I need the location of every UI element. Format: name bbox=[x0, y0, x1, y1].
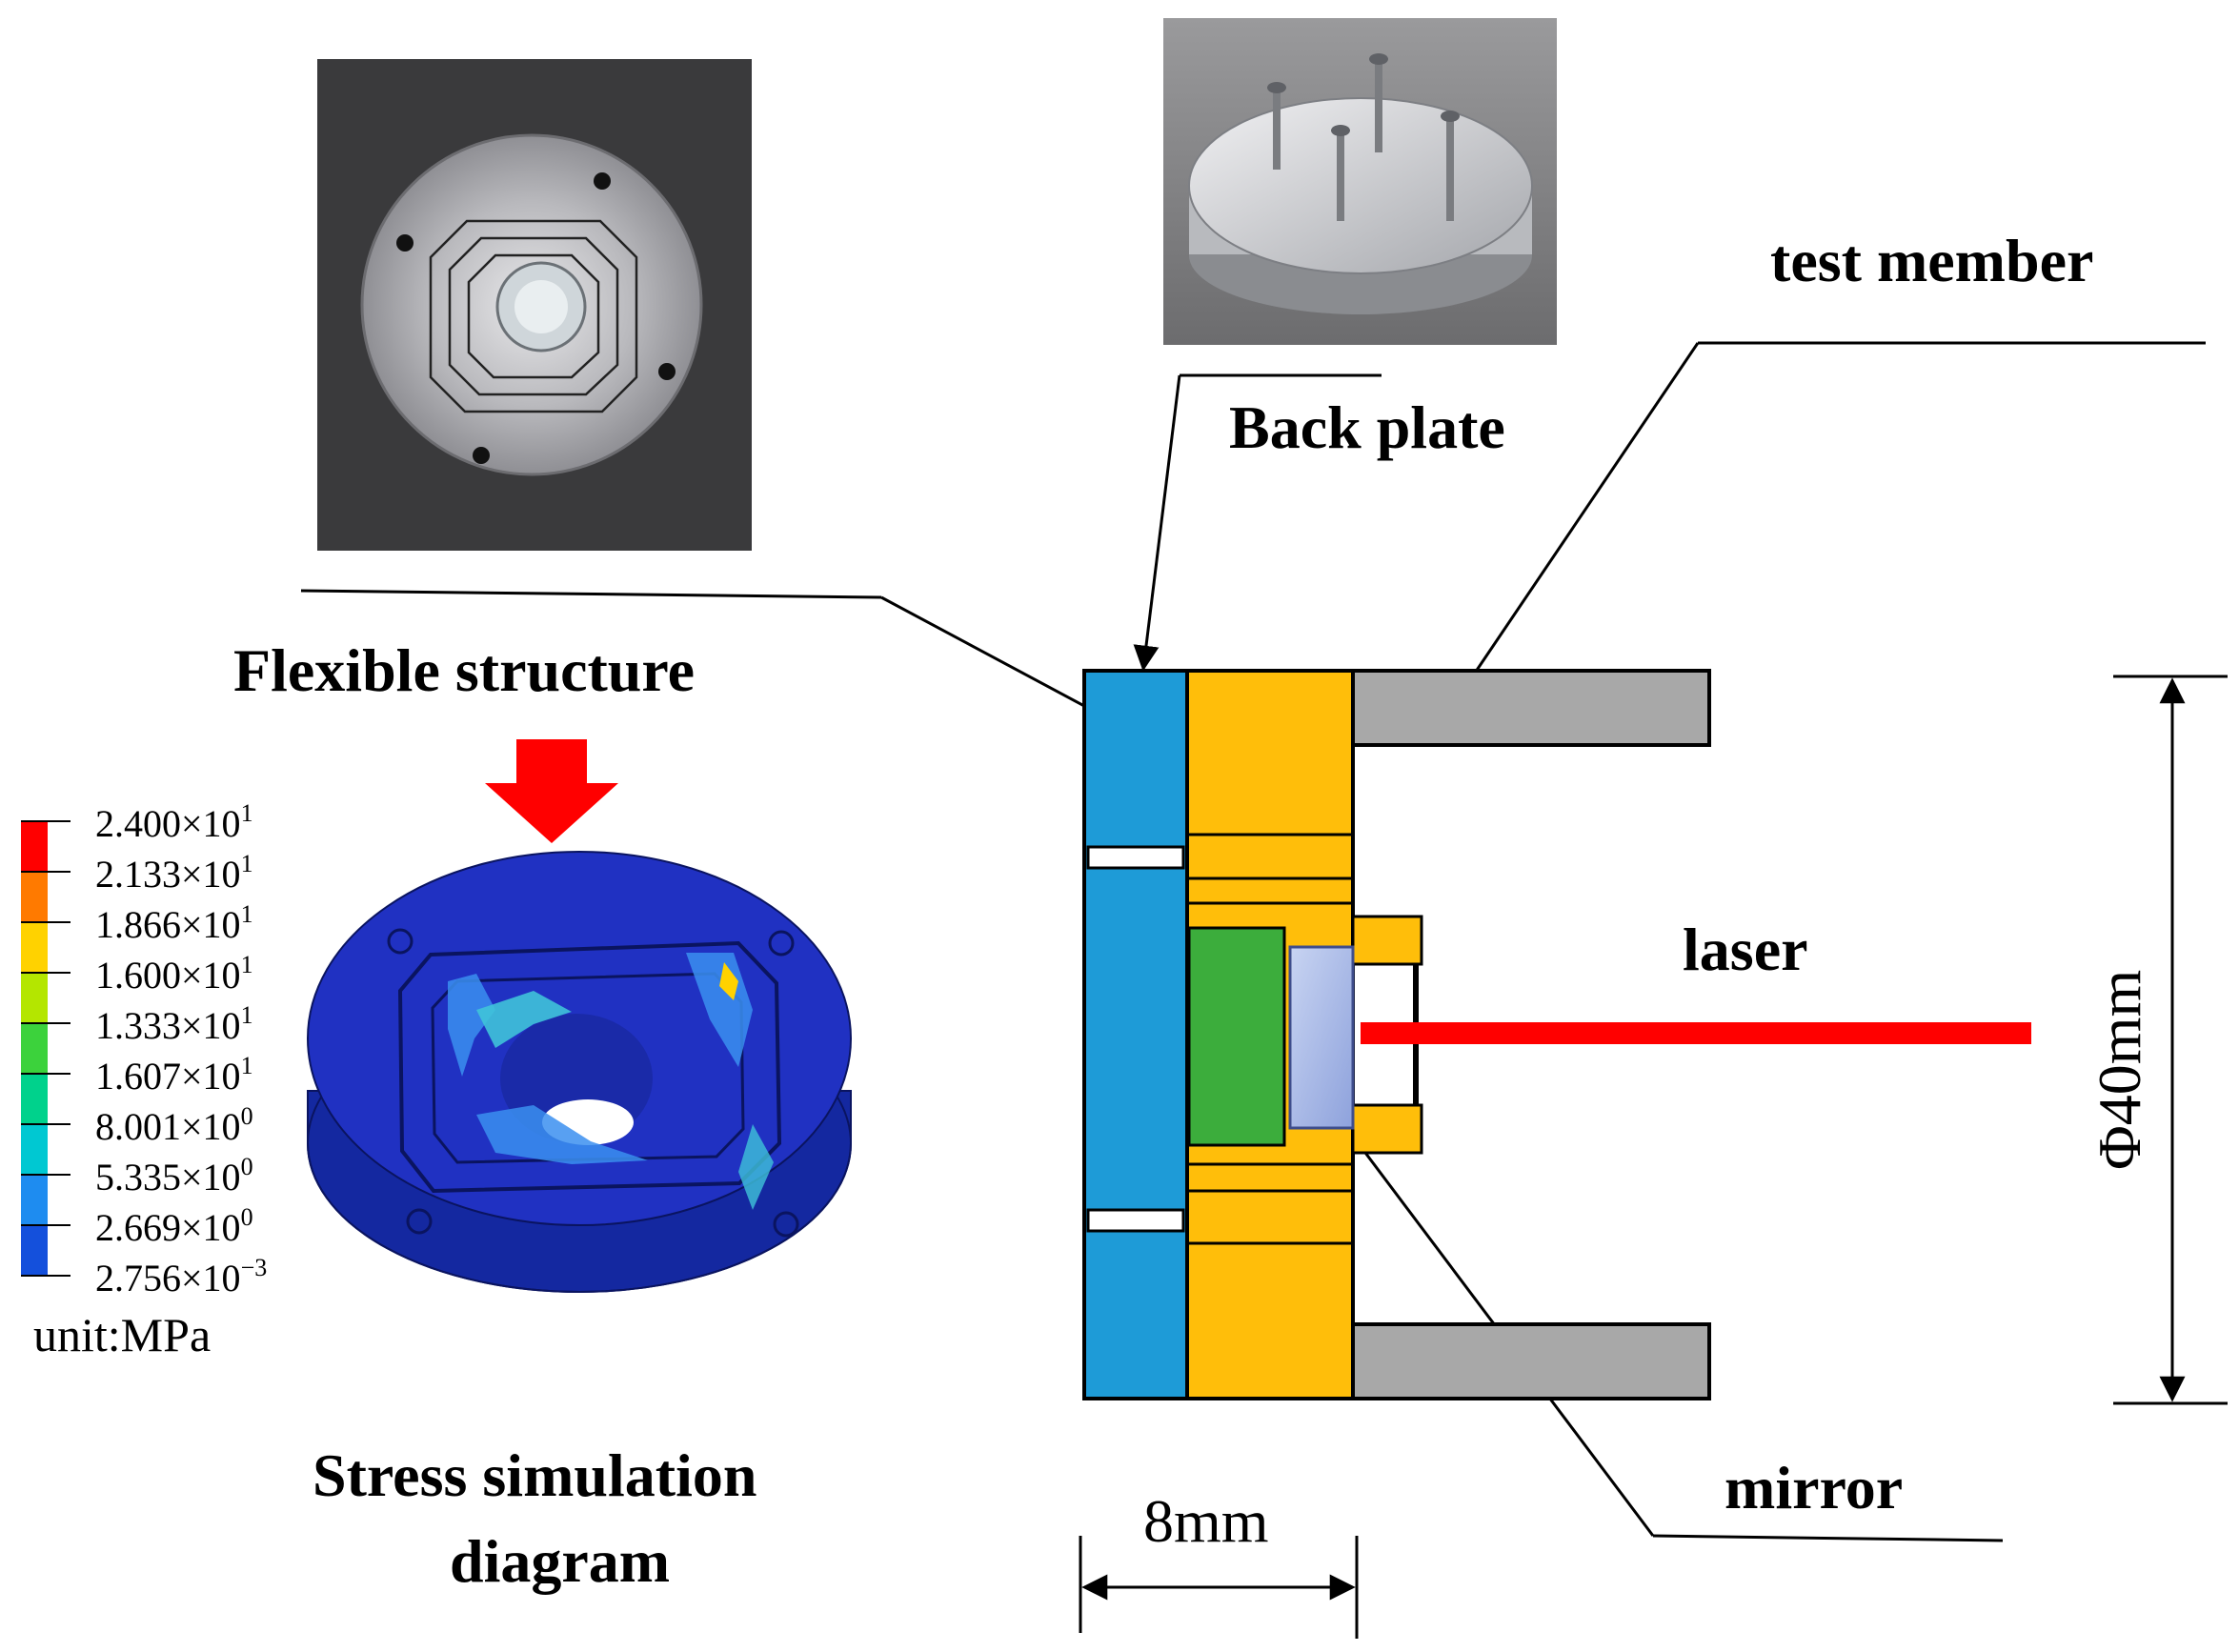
screw-icon bbox=[1441, 111, 1460, 122]
laser-beam bbox=[1361, 1022, 2031, 1044]
mirror-element bbox=[1288, 945, 1355, 1130]
hole-icon bbox=[773, 1211, 799, 1238]
legend-label: 8.001×100 bbox=[95, 1102, 253, 1148]
legend-label: 2.133×101 bbox=[95, 850, 253, 896]
label-stress-line2: diagram bbox=[450, 1527, 670, 1595]
legend-label: 1.866×101 bbox=[95, 900, 253, 946]
hole-icon bbox=[768, 930, 795, 957]
hole-icon bbox=[387, 928, 414, 955]
dimension-lines bbox=[1079, 675, 2228, 1639]
legend-label: 1.607×101 bbox=[95, 1052, 253, 1098]
label-flexible-structure: Flexible structure bbox=[233, 636, 695, 704]
label-back-plate: Back plate bbox=[1229, 393, 1505, 461]
back-plate-photo bbox=[1163, 18, 1557, 345]
label-diameter: Φ40mm bbox=[2086, 970, 2153, 1170]
legend-color-band bbox=[21, 821, 48, 872]
hole-icon bbox=[473, 447, 490, 464]
label-laser: laser bbox=[1683, 916, 1808, 983]
screw-icon bbox=[1331, 125, 1350, 136]
label-width: 8mm bbox=[1143, 1487, 1269, 1555]
label-stress-line1: Stress simulation bbox=[313, 1441, 756, 1509]
legend-color-band bbox=[21, 1175, 48, 1225]
legend-label: 2.669×100 bbox=[95, 1203, 253, 1249]
legend-label: 2.400×101 bbox=[95, 799, 253, 845]
back-plate-section bbox=[1082, 669, 1189, 1400]
label-test-member: test member bbox=[1770, 227, 2093, 294]
legend-color-band bbox=[21, 872, 48, 922]
legend-color-band bbox=[21, 922, 48, 973]
assembly-cross-section bbox=[1082, 669, 2031, 1400]
mirror-holder bbox=[1187, 926, 1286, 1147]
hole-icon bbox=[594, 172, 611, 190]
legend-color-band bbox=[21, 1225, 48, 1276]
test-member-bottom bbox=[1351, 1322, 1711, 1400]
legend-label: 5.335×100 bbox=[95, 1153, 253, 1199]
hole-icon bbox=[658, 363, 676, 380]
screw-icon bbox=[1267, 82, 1286, 93]
legend-unit: unit:MPa bbox=[33, 1308, 211, 1361]
down-arrow-icon bbox=[485, 739, 618, 843]
legend-color-band bbox=[21, 1074, 48, 1124]
label-mirror: mirror bbox=[1725, 1454, 1903, 1521]
hole-icon bbox=[406, 1208, 433, 1235]
stress-disc bbox=[307, 851, 852, 1293]
legend-label: 2.756×10−3 bbox=[95, 1254, 267, 1299]
hole-icon bbox=[396, 234, 414, 252]
legend-color-band bbox=[21, 1124, 48, 1175]
test-member-top bbox=[1351, 669, 1711, 747]
legend-label: 1.600×101 bbox=[95, 951, 253, 997]
legend-color-band bbox=[21, 1023, 48, 1074]
legend-color-band bbox=[21, 973, 48, 1023]
flexible-structure-photo bbox=[317, 59, 752, 551]
legend-label: 1.333×101 bbox=[95, 1001, 253, 1047]
screw-icon bbox=[1369, 53, 1388, 65]
